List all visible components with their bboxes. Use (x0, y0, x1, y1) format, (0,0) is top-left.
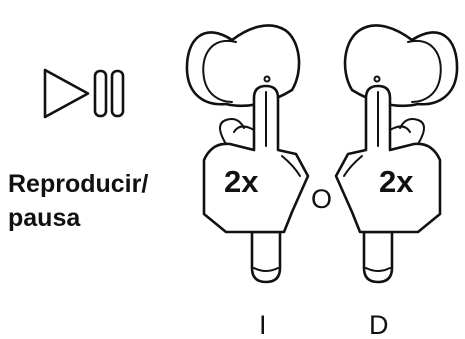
play-pause-icon (43, 68, 125, 119)
left-earbud-gesture: 2x I (185, 24, 310, 339)
right-pointing-hand-icon (334, 84, 442, 234)
or-separator: O (311, 184, 332, 214)
right-tap-count: 2x (379, 164, 414, 199)
right-earbud-gesture: 2x D (334, 24, 459, 339)
action-label-line-2: pausa (8, 204, 81, 232)
action-label-line-1: Reproducir/ (8, 170, 148, 198)
left-tap-count: 2x (224, 164, 259, 199)
left-pointing-hand-icon (202, 84, 310, 234)
left-side-letter: I (259, 310, 267, 339)
right-side-letter: D (369, 310, 389, 339)
